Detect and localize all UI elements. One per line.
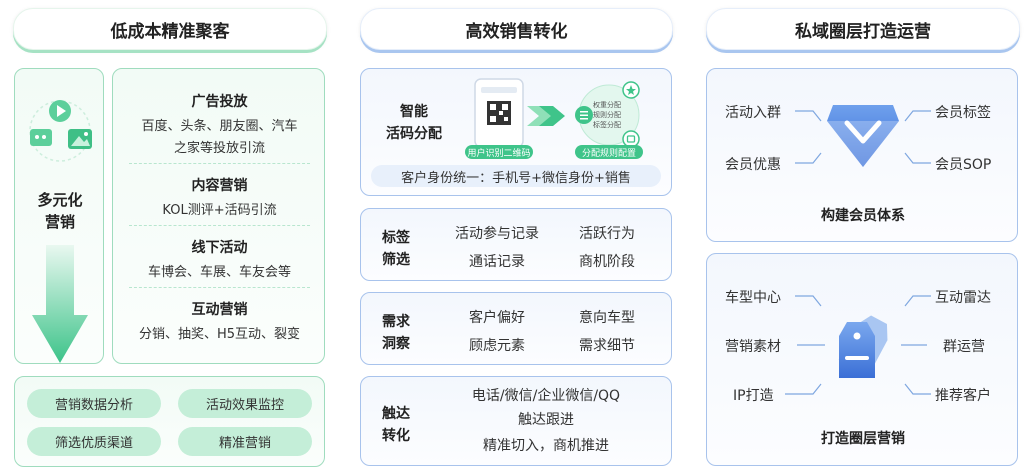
member-item-member-sop: 会员SOP: [935, 157, 992, 173]
col1-left-label-2: 营销: [44, 213, 75, 231]
btn-data-analysis: 营销数据分析: [27, 389, 161, 418]
qr-label-2: 活码分配: [386, 126, 442, 142]
reach-line-1: 电话/微信/企业微信/QQ: [471, 388, 621, 404]
phone-caption-text: 用户识别二维码: [467, 148, 531, 159]
insight-label-2: 洞察: [382, 336, 410, 352]
circle-caption: 打造圈层营销: [821, 431, 905, 447]
section-interactive-title: 互动营销: [191, 302, 248, 318]
col3-title-text: 私域圈层打造运营: [795, 21, 931, 42]
reach-label-2: 转化: [382, 428, 410, 444]
section-content-title: 内容营销: [191, 178, 248, 194]
divider: [129, 287, 310, 288]
divider: [129, 163, 310, 164]
section-interactive-line1: 分销、抽奖、H5互动、裂变: [138, 327, 301, 342]
section-ad-line2: 之家等投放引流: [173, 141, 265, 156]
btn-channel-filter: 筛选优质渠道: [27, 427, 161, 456]
tag-item-activity: 活动参与记录: [455, 226, 539, 242]
col2-reach-panel: 触达 转化 电话/微信/企业微信/QQ 触达跟进 精准切入，商机推进: [360, 376, 672, 466]
media-icon: [29, 100, 92, 162]
connector-lines: [785, 295, 931, 395]
col3-member-panel: 活动入群 会员标签 会员优惠 会员SOP 构建会员体系: [706, 68, 1018, 242]
circle-item-model-center: 车型中心: [725, 290, 781, 306]
reach-line-3: 精准切入，商机推进: [483, 438, 609, 454]
tag-filter-label-1: 标签: [382, 230, 410, 246]
col1-title: 低成本精准聚客: [13, 8, 327, 50]
double-arrow-icon: [527, 106, 565, 126]
circle-item-ip-building: IP打造: [733, 388, 774, 404]
distribution-circle-icon: [575, 81, 640, 148]
insight-item-intended-model: 意向车型: [579, 310, 635, 326]
tag-item-call-record: 通话记录: [469, 254, 525, 270]
btn-effect-monitor-label: 活动效果监控: [205, 398, 284, 413]
circle-item-group-operation: 群运营: [943, 339, 985, 355]
member-item-join-group: 活动入群: [725, 105, 781, 121]
circle-caption: 分配规则配置: [575, 145, 643, 159]
col3-circle-panel: 车型中心 互动雷达 营销素材 群运营 IP打造 推荐客户 打造圈层营销: [706, 253, 1018, 466]
section-offline-title: 线下活动: [191, 240, 248, 256]
connector-lines: [795, 110, 931, 164]
tag-item-opportunity-stage: 商机阶段: [579, 254, 635, 270]
circle-line-1: 权重分配: [593, 101, 621, 109]
col2-title: 高效销售转化: [360, 8, 673, 50]
tag-filter-label-2: 筛选: [382, 252, 410, 268]
phone-qr-icon: [474, 78, 524, 148]
insight-label-1: 需求: [382, 314, 410, 330]
section-ad-line1: 百度、头条、朋友圈、汽车: [141, 119, 298, 134]
btn-channel-filter-label: 筛选优质渠道: [54, 436, 133, 451]
insight-item-details: 需求细节: [579, 338, 635, 354]
identity-footer-text: 客户身份统一：手机号+微信身份+销售: [401, 170, 631, 186]
phone-caption: 用户识别二维码: [465, 145, 533, 159]
insight-item-preference: 客户偏好: [469, 310, 525, 326]
circle-item-recommend-customer: 推荐客户: [935, 388, 991, 404]
btn-effect-monitor: 活动效果监控: [178, 389, 312, 418]
col2-qr-panel: 智能 活码分配 用户识别二维码 权重分配 规则分配 标签分配 分配规则配置 客户…: [360, 68, 672, 196]
circle-item-interaction-radar: 互动雷达: [935, 290, 991, 306]
member-item-member-discount: 会员优惠: [725, 157, 781, 173]
btn-precise-marketing-label: 精准营销: [218, 436, 271, 451]
btn-data-analysis-label: 营销数据分析: [54, 398, 133, 413]
col2-title-text: 高效销售转化: [465, 21, 568, 42]
reach-line-2: 触达跟进: [518, 412, 574, 428]
col2-insight-panel: 需求 洞察 客户偏好 意向车型 顾虑元素 需求细节: [360, 292, 672, 365]
down-arrow-icon: [32, 245, 88, 363]
circle-line-2: 规则分配: [593, 111, 621, 119]
member-caption: 构建会员体系: [821, 208, 905, 224]
divider: [129, 225, 310, 226]
tag-item-active-behavior: 活跃行为: [579, 226, 635, 242]
qr-label-1: 智能: [400, 104, 428, 120]
col2-tag-filter-panel: 标签 筛选 活动参与记录 活跃行为 通话记录 商机阶段: [360, 208, 672, 281]
col1-left-label-1: 多元化: [37, 191, 83, 209]
col1-bottom-panel: 营销数据分析 活动效果监控 筛选优质渠道 精准营销: [14, 376, 325, 467]
col1-title-text: 低成本精准聚客: [110, 21, 230, 42]
circle-item-marketing-material: 营销素材: [725, 339, 781, 355]
diamond-icon: [827, 105, 899, 167]
section-ad-title: 广告投放: [191, 94, 248, 110]
insight-item-concerns: 顾虑元素: [469, 338, 525, 354]
section-content-line1: KOL测评+活码引流: [162, 203, 277, 218]
circle-line-3: 标签分配: [593, 121, 621, 129]
member-item-member-tag: 会员标签: [935, 105, 991, 121]
circle-caption-text: 分配规则配置: [581, 148, 636, 159]
reach-label-1: 触达: [382, 406, 410, 422]
section-offline-line1: 车博会、车展、车友会等: [147, 265, 291, 280]
tag-icon: [838, 315, 888, 378]
col1-right-panel: 广告投放 百度、头条、朋友圈、汽车 之家等投放引流 内容营销 KOL测评+活码引…: [112, 68, 325, 364]
col1-left-panel: 多元化 营销: [14, 68, 104, 364]
btn-precise-marketing: 精准营销: [178, 427, 312, 456]
col3-title: 私域圈层打造运营: [706, 8, 1020, 50]
identity-footer: 客户身份统一：手机号+微信身份+销售: [371, 165, 661, 187]
